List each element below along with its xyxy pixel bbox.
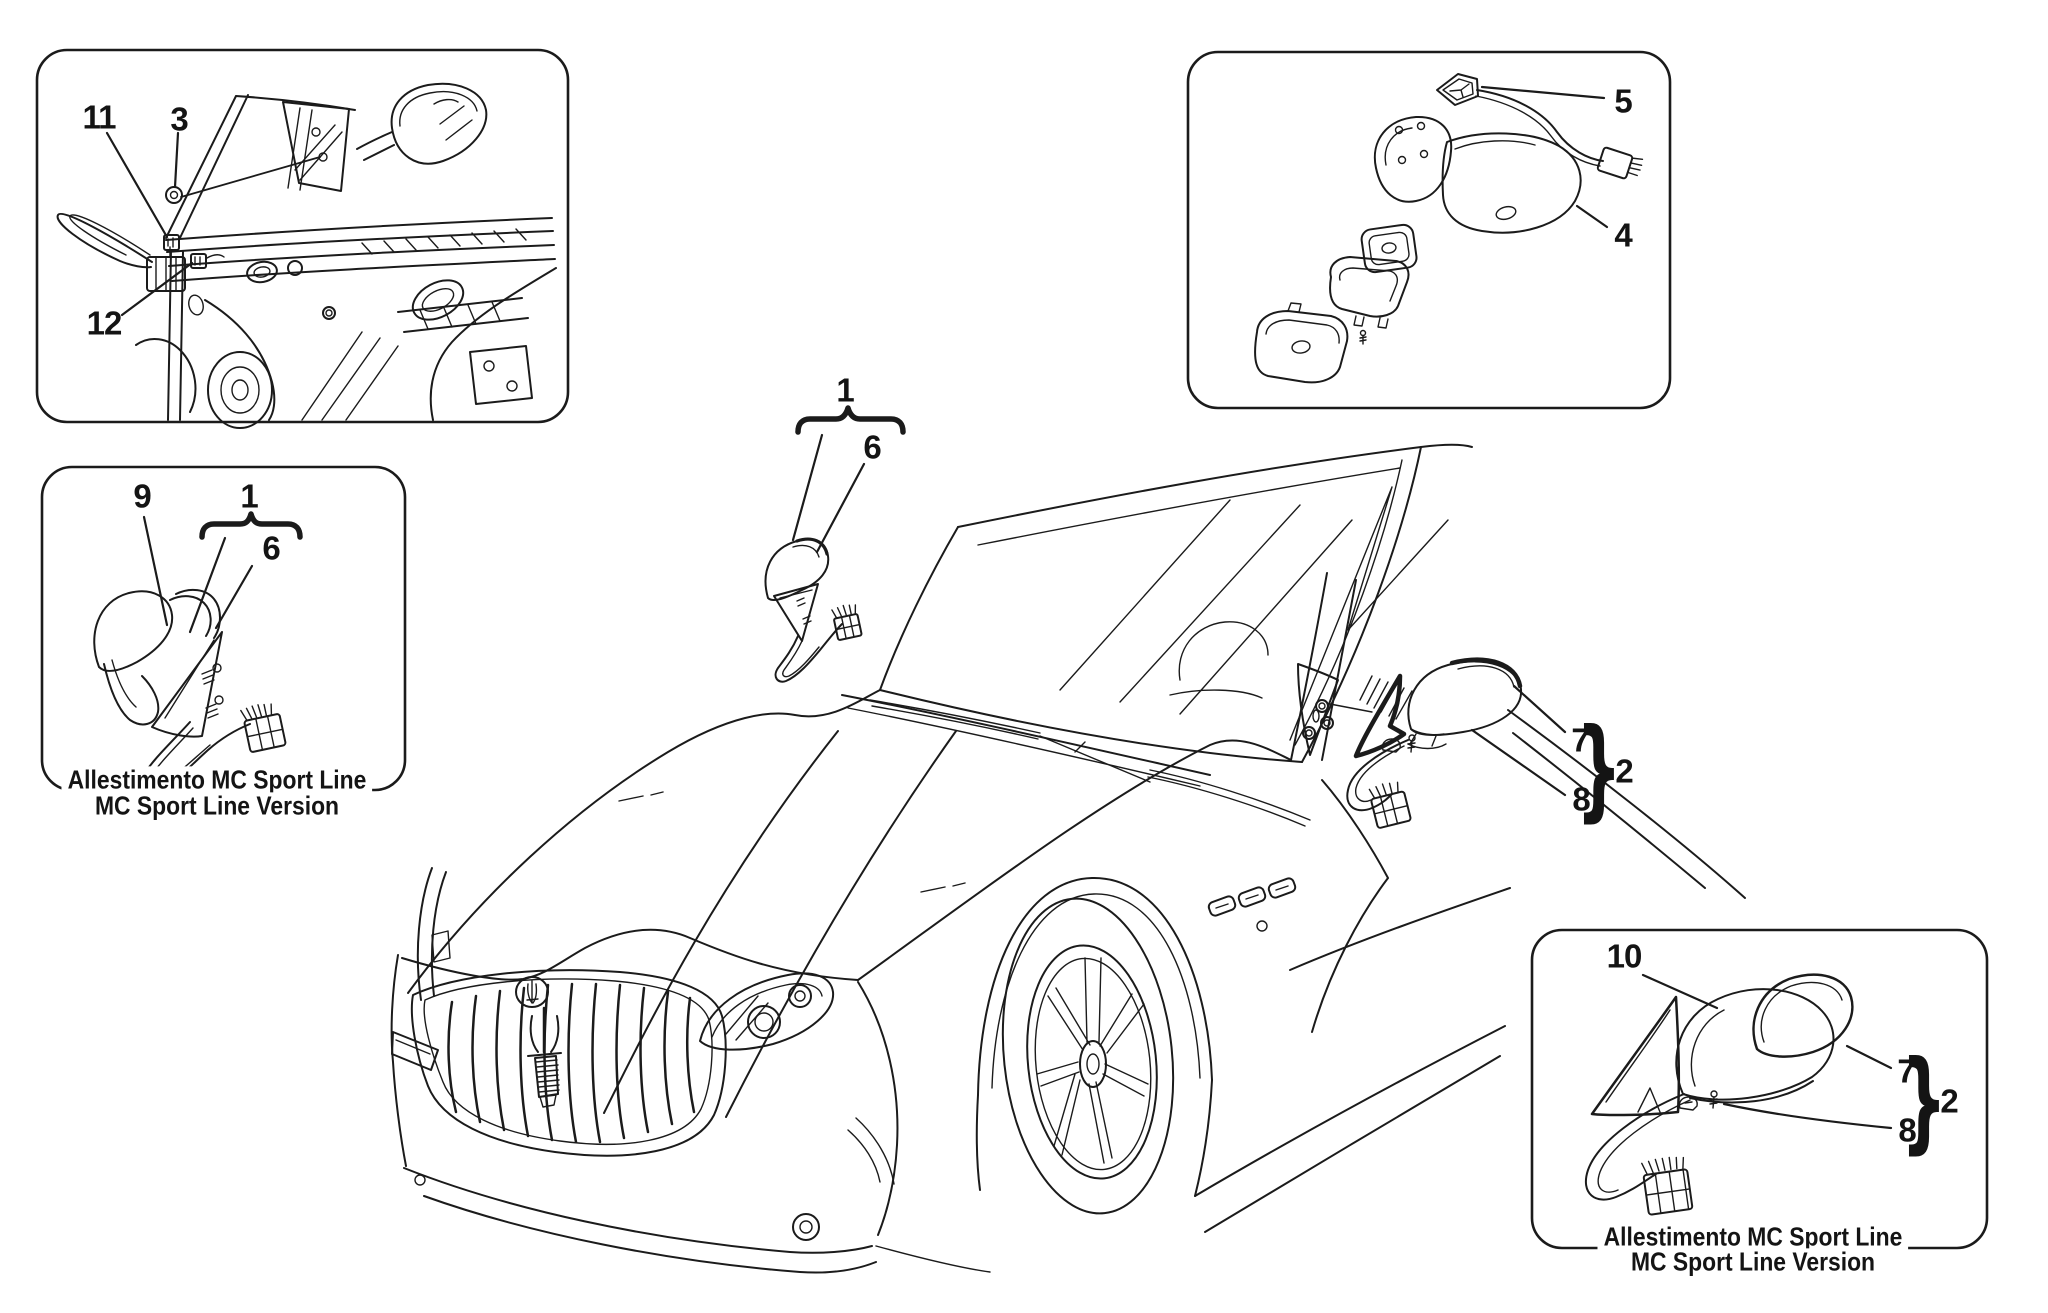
car-mirror-mount-zone	[1297, 663, 1413, 759]
callout-7-main: 7	[1571, 721, 1589, 759]
brace-icon-main: }	[1575, 705, 1623, 834]
caption-sport-right-line2: MC Sport Line Version	[1624, 1248, 1882, 1276]
door-panel-illustration	[56, 82, 557, 429]
inset-door-panel-border	[35, 48, 570, 424]
car-grille	[410, 969, 727, 1157]
callout-3: 3	[170, 100, 188, 138]
car-door-side	[1194, 572, 1746, 1233]
car-front-wheel	[975, 876, 1213, 1215]
callout-10: 10	[1606, 937, 1643, 975]
car-side-mirror	[1346, 657, 1567, 829]
caption-sport-left-line1: Allestimento MC Sport Line	[61, 766, 373, 794]
brace-icon-inset: }	[1900, 1037, 1948, 1166]
front-floating-mirror	[764, 405, 906, 683]
callout-4: 4	[1614, 216, 1632, 254]
callout-6-main: 6	[863, 428, 881, 466]
callout-1-inset: 1	[240, 477, 258, 515]
car-illustration	[390, 405, 1746, 1274]
car-wipers	[841, 694, 1311, 827]
callout-8-main: 8	[1572, 780, 1590, 818]
car-windshield	[879, 443, 1473, 763]
callout-2-inset: 2	[1940, 1082, 1958, 1120]
callout-5: 5	[1614, 82, 1632, 120]
exploded-mirror-illustration	[1254, 73, 1644, 384]
sport-right-mirror-illustration	[1585, 973, 1893, 1216]
callout-6-inset: 6	[262, 529, 280, 567]
callout-9: 9	[133, 477, 151, 515]
trident-emblem	[527, 1006, 562, 1108]
car-hood	[390, 689, 1292, 1167]
callout-1-main: 1	[836, 371, 854, 409]
inset-exploded-border	[1186, 50, 1672, 410]
callout-11: 11	[82, 98, 117, 136]
car-headlight	[699, 972, 835, 1051]
callout-8-inset: 8	[1898, 1111, 1916, 1149]
caption-sport-right-line1: Allestimento MC Sport Line	[1597, 1223, 1909, 1251]
callout-12: 12	[86, 304, 123, 342]
callout-7-inset: 7	[1897, 1052, 1915, 1090]
caption-sport-left-line2: MC Sport Line Version	[88, 792, 346, 820]
car-bumper	[391, 981, 991, 1274]
callout-2-main: 2	[1615, 752, 1633, 790]
